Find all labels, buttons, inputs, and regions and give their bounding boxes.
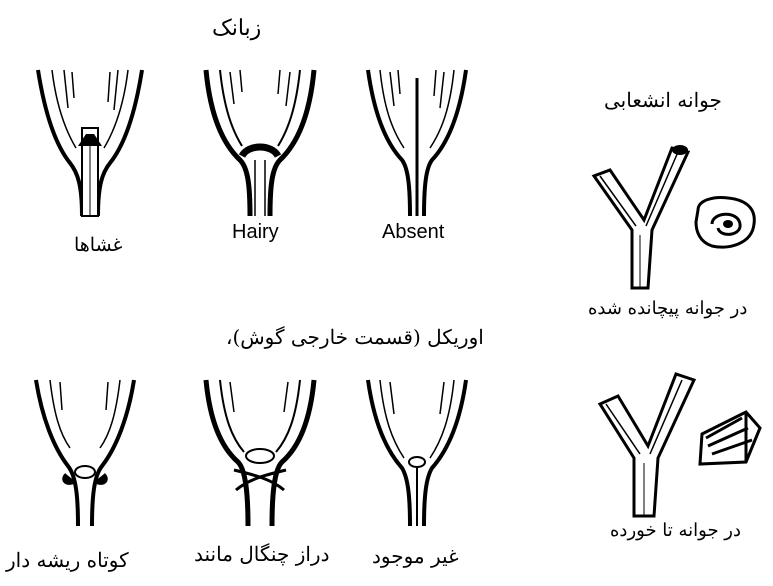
ligule-absent-illustration bbox=[362, 68, 472, 218]
auricle-short-illustration bbox=[30, 378, 140, 528]
auricle-title: اوریکل (قسمت خارجی گوش)، bbox=[226, 327, 484, 347]
vernation-title: جوانه انشعابی bbox=[604, 90, 722, 110]
ligule-title: زبانک bbox=[212, 18, 261, 40]
vernation-folded-illustration bbox=[596, 368, 766, 518]
ligule-hairy-label: Hairy bbox=[232, 222, 279, 242]
ligule-absent-label: Absent bbox=[382, 222, 444, 242]
ligule-membranous-illustration bbox=[30, 68, 150, 218]
vernation-folded-label: در جوانه تا خورده bbox=[610, 522, 741, 540]
vernation-rolled-illustration bbox=[588, 140, 763, 290]
auricle-short-label: کوتاه ریشه دار bbox=[6, 550, 129, 570]
ligule-hairy-illustration bbox=[200, 68, 320, 218]
auricle-absent-illustration bbox=[362, 378, 472, 528]
auricle-clasping-illustration bbox=[200, 378, 320, 528]
ligule-membranous-label: غشاها bbox=[74, 236, 122, 255]
vernation-rolled-label: در جوانه پیچانده شده bbox=[588, 300, 747, 318]
auricle-clasping-label: دراز چنگال مانند bbox=[194, 544, 329, 564]
auricle-absent-label: غیر موجود bbox=[372, 546, 459, 566]
